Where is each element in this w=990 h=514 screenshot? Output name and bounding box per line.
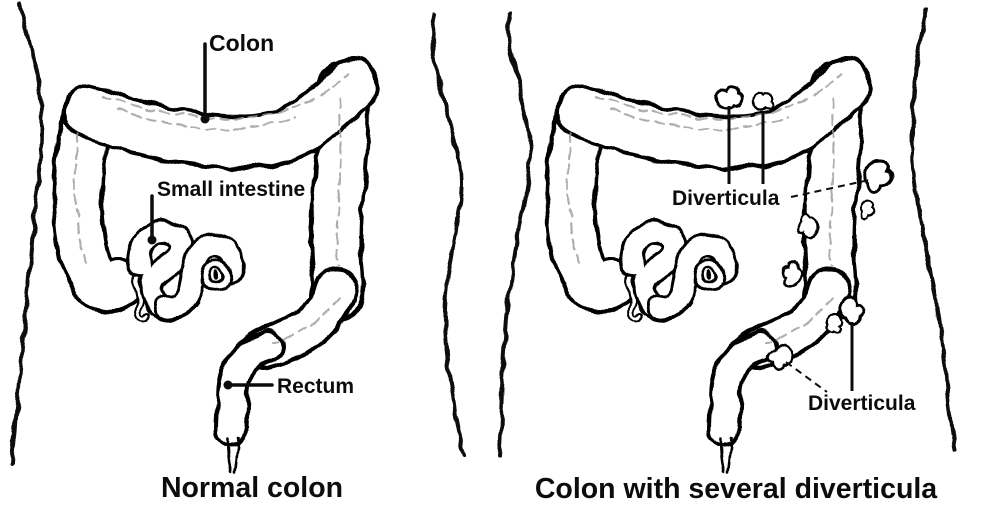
diverticula-lower-dashed-line [785,361,828,393]
left-panel-caption: Normal colon [161,472,343,504]
colon-label: Colon [209,30,274,56]
body-outline-right-side [909,8,957,452]
body-outline-left-side [10,2,45,464]
body-outline-left-side [497,11,532,458]
normal-colon-drawing [75,74,352,471]
small-intestine-pointer-dot [147,235,157,245]
right-panel: Diverticula Diverticula Colon with sever… [497,8,957,505]
diverticula-label-upper: Diverticula [672,187,780,210]
left-panel-pointers [150,42,274,387]
left-panel: Colon Small intestine Rectum Normal colo… [10,2,466,504]
rectum-pointer-dot [223,380,233,390]
small-intestine-label: Small intestine [157,178,305,201]
body-outline-right-panel [497,8,957,458]
diverticulum [860,157,895,195]
diverticula-colon-drawing [568,74,845,471]
right-panel-pointers [727,106,870,393]
colon-pointer-dot [200,114,210,124]
diverticulum [857,198,877,221]
rectum-label: Rectum [277,375,354,398]
diverticula-label-lower: Diverticula [808,392,916,415]
diverticulum [714,85,744,111]
body-outline-right-side [430,12,466,457]
right-panel-caption: Colon with several diverticula [535,473,938,505]
body-outline-left-panel [10,2,466,464]
diverticula-upper-dashed-line [790,179,870,198]
diverticulum [779,259,805,287]
